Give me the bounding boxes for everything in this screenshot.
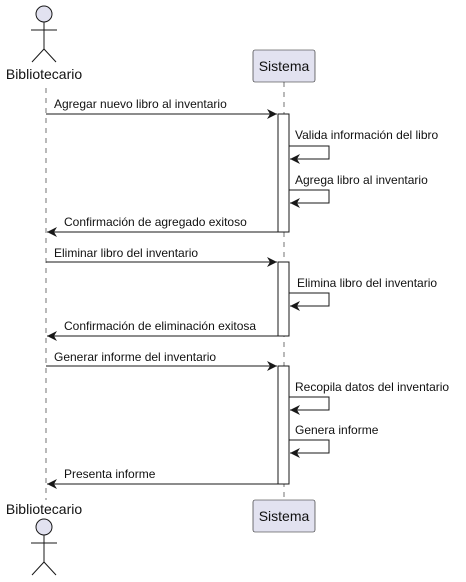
message-presenta-informe: Presenta informe [47,467,278,489]
message-label: Presenta informe [64,467,156,481]
activation-bar [277,113,290,233]
activation-bar [277,365,290,485]
message-label: Confirmación de agregado exitoso [64,215,247,229]
message-label: Recopila datos del inventario [295,380,449,394]
participant-sistema-bottom: Sistema [252,499,316,533]
message-genera-informe: Genera informe [289,423,379,458]
message-label: Agrega libro al inventario [295,173,428,187]
self-message-arrow [289,439,330,458]
message-label: Elimina libro del inventario [297,276,437,290]
message-valida-informacion: Valida información del libro [289,128,439,164]
message-label: Valida información del libro [295,128,439,142]
actor-stick-figure-icon [31,518,57,576]
self-message-arrow [289,145,330,164]
actor-bibliotecario-bottom: Bibliotecario [6,501,82,576]
message-agregar-libro: Agregar nuevo libro al inventario [46,97,277,119]
actor-label-top: Bibliotecario [6,66,82,82]
message-eliminar-libro: Eliminar libro del inventario [46,246,277,267]
message-elimina-libro: Elimina libro del inventario [289,276,437,311]
message-confirmacion-agregado: Confirmación de agregado exitoso [47,215,278,237]
message-confirmacion-eliminacion: Confirmación de eliminación exitosa [47,319,278,341]
message-label: Confirmación de eliminación exitosa [64,319,256,333]
actor-bibliotecario-top: Bibliotecario [6,5,82,82]
self-message-arrow [289,396,330,415]
message-label: Eliminar libro del inventario [54,246,198,260]
participant-sistema-top: Sistema [252,49,316,83]
participant-label-bottom: Sistema [259,508,310,524]
activation-bar [277,261,290,337]
self-message-arrow [289,292,330,311]
message-label: Agregar nuevo libro al inventario [54,97,227,111]
self-message-arrow [289,189,330,208]
message-label: Genera informe [295,423,379,437]
participant-box [252,49,316,83]
message-label: Generar informe del inventario [54,350,216,364]
participant-box [252,499,316,533]
message-recopila-datos: Recopila datos del inventario [289,380,449,415]
message-agrega-libro: Agrega libro al inventario [289,173,428,208]
participant-label-top: Sistema [259,58,310,74]
actor-label-bottom: Bibliotecario [6,501,82,517]
message-generar-informe: Generar informe del inventario [46,350,277,371]
actor-stick-figure-icon [31,5,57,63]
